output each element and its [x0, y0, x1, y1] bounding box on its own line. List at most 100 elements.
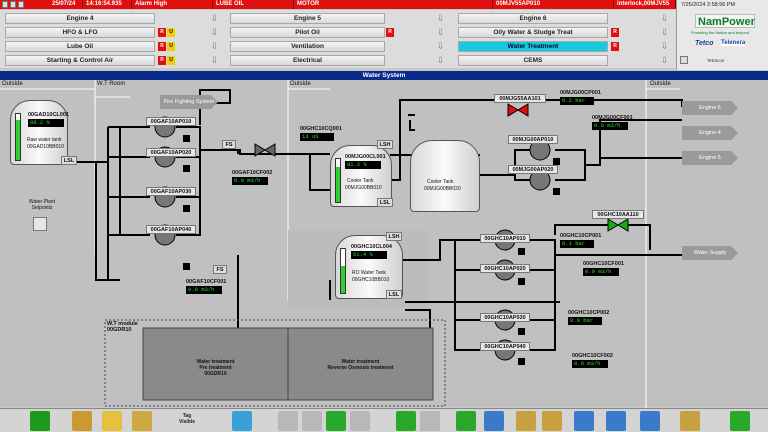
- zone-outside-mid: Outside: [290, 81, 311, 87]
- wt-ro-treatment[interactable]: Water treatment Reverse Osmosis treatmen…: [327, 359, 394, 371]
- reset-icon[interactable]: [18, 1, 24, 8]
- nav-starting-control-air[interactable]: Starting & Control Air: [5, 55, 155, 66]
- down-arrow-icon: ⇩: [436, 13, 445, 23]
- down-arrow-icon: ⇩: [210, 13, 219, 23]
- pres3-unit: bar: [583, 317, 594, 324]
- down-arrow-icon: ⇩: [210, 41, 219, 51]
- silence-icon[interactable]: [10, 1, 16, 8]
- down-arrow-icon: ⇩: [660, 55, 669, 65]
- flow5-num: 0.0: [574, 360, 584, 367]
- arrow-right-icon[interactable]: [350, 411, 370, 431]
- indicator-red: R: [158, 28, 166, 37]
- folder-icon[interactable]: [102, 411, 122, 431]
- tagline: Powering the Nation and beyond: [691, 30, 750, 35]
- wt-pre-treatment[interactable]: Water treatment Pre treatment 00GDR10: [196, 359, 235, 377]
- cooler-tank-2[interactable]: Cooler Tank 00MJG00BB020: [410, 140, 480, 212]
- redo-icon[interactable]: [420, 411, 440, 431]
- settings-icon[interactable]: [680, 56, 688, 64]
- ack-icon[interactable]: [2, 1, 8, 8]
- pres1-num: 0.2: [562, 97, 572, 104]
- raw-water-tank[interactable]: Raw water tank 00GAD10BB010 LSL: [10, 100, 77, 165]
- pres2-value: 0.1 bar: [560, 240, 594, 248]
- flow2-unit: m3/h: [201, 286, 215, 293]
- raw-tank-value-num: 88.2: [30, 119, 44, 126]
- bottom-toolbar: Tag Visible: [0, 408, 768, 432]
- valve1-tag[interactable]: 00MJG55AA101: [494, 94, 546, 103]
- logout-icon[interactable]: [730, 411, 750, 431]
- engine6-link[interactable]: Engine 6: [682, 101, 738, 115]
- flow1-num: 0.0: [234, 177, 244, 184]
- indicator-yellow: U: [167, 28, 175, 37]
- indicator-red: R: [386, 28, 394, 37]
- nav-oily-water[interactable]: Oily Water & Sludge Treat: [458, 27, 608, 38]
- cooler-tank-1[interactable]: Cooler Tank 00MJG00BB010 LSH LSL: [330, 140, 393, 207]
- cooler1-level-fill: [336, 167, 340, 202]
- monitor-icon[interactable]: [574, 411, 594, 431]
- settings-icon[interactable]: [680, 411, 700, 431]
- flow3-num: 0.0: [594, 122, 604, 129]
- pump-cool-1-tag[interactable]: 00MJG00AP010: [508, 135, 558, 144]
- engine4-link[interactable]: Engine 4: [682, 126, 738, 140]
- water-supply-link[interactable]: Water Supply: [682, 246, 738, 260]
- ro-tag: 00GHC10CL004: [351, 244, 392, 250]
- tools-icon[interactable]: [72, 411, 92, 431]
- arrow-down-icon[interactable]: [326, 411, 346, 431]
- nav-pilot-oil[interactable]: Pilot Oil: [230, 27, 385, 38]
- navigate-icon[interactable]: [484, 411, 504, 431]
- print-icon[interactable]: [606, 411, 626, 431]
- arrow-up-icon[interactable]: [302, 411, 322, 431]
- undo-icon[interactable]: [396, 411, 416, 431]
- nav-electrical[interactable]: Electrical: [230, 55, 385, 66]
- report-icon[interactable]: [542, 411, 562, 431]
- flow2-num: 0.0: [188, 286, 198, 293]
- arrow-left-icon[interactable]: [278, 411, 298, 431]
- ro-water-tank[interactable]: RO Water Tank 00GHC10BB010 LSH LSL: [335, 232, 403, 299]
- clock: 7/25/2024 2:58:56 PM: [681, 2, 736, 8]
- pump-ro-1-tag[interactable]: 00GHC10AP010: [480, 234, 530, 243]
- export-icon[interactable]: [456, 411, 476, 431]
- nav-water-treatment[interactable]: Water Treatment: [458, 41, 608, 52]
- engine5-link[interactable]: Engine 5: [682, 151, 738, 165]
- nav-lube-oil[interactable]: Lube Oil: [5, 41, 155, 52]
- nav-engine4[interactable]: Engine 4: [5, 13, 155, 24]
- pump-ro-4-tag[interactable]: 00GHC10AP040: [480, 342, 530, 351]
- cond-tag: 00GHC10CQ001: [300, 126, 342, 132]
- pump-raw-1-tag[interactable]: 00GAF10AP010: [146, 117, 196, 126]
- pres2-tag: 00GHC10CP001: [560, 233, 602, 239]
- pump-cool-2-tag[interactable]: 00MJG00AP020: [508, 165, 558, 174]
- nav-ventilation[interactable]: Ventilation: [230, 41, 385, 52]
- cooler1-name: Cooler Tank: [347, 178, 374, 184]
- image-icon[interactable]: [132, 411, 152, 431]
- pump-raw-2-tag[interactable]: 00GAF10AP020: [146, 148, 196, 157]
- fire-fighting-system-link[interactable]: Fire Fighting System: [160, 95, 218, 109]
- pres3-tag: 00GHC10CP002: [568, 310, 610, 316]
- pump-raw-4-tag[interactable]: 00GAF10AP040: [146, 225, 196, 234]
- nav-hfo-lfo[interactable]: HFO & LFO: [5, 27, 155, 38]
- ro-level-fill: [341, 266, 345, 293]
- tag-visible-button[interactable]: Tag Visible: [178, 413, 196, 425]
- raw-level-bar: [15, 113, 21, 161]
- pump-ro-2-tag[interactable]: 00GHC10AP020: [480, 264, 530, 273]
- pres1-value: 0.2 bar: [560, 97, 594, 105]
- refresh-icon[interactable]: [232, 411, 252, 431]
- pres1-unit: bar: [575, 97, 586, 104]
- pres2-num: 0.1: [562, 240, 572, 247]
- play-icon[interactable]: [30, 411, 50, 431]
- flow2-value: 0.0 m3/h: [186, 286, 222, 294]
- nav-engine5[interactable]: Engine 5: [230, 13, 385, 24]
- pump-raw-3-tag[interactable]: 00GAF10AP030: [146, 187, 196, 196]
- cooler1-lsh: LSH: [377, 140, 393, 149]
- nav-engine6[interactable]: Engine 6: [458, 13, 608, 24]
- cooler2-code: 00MJG00BB020: [424, 186, 461, 192]
- info-icon[interactable]: [640, 411, 660, 431]
- nav-cems[interactable]: CEMS: [458, 55, 608, 66]
- setpoints-button[interactable]: [33, 217, 47, 231]
- down-arrow-icon: ⇩: [210, 55, 219, 65]
- page-title: Water System: [0, 71, 768, 80]
- flow1-tag: 00GAF10CF002: [232, 170, 273, 176]
- alarm-bar[interactable]: 25/07/24 14:16:54.935 Alarm High LUBE OI…: [0, 0, 676, 9]
- pump-ro-3-tag[interactable]: 00GHC10AP030: [480, 313, 530, 322]
- document-icon[interactable]: [516, 411, 536, 431]
- valve2-tag[interactable]: 00GHC10AA110: [592, 210, 644, 219]
